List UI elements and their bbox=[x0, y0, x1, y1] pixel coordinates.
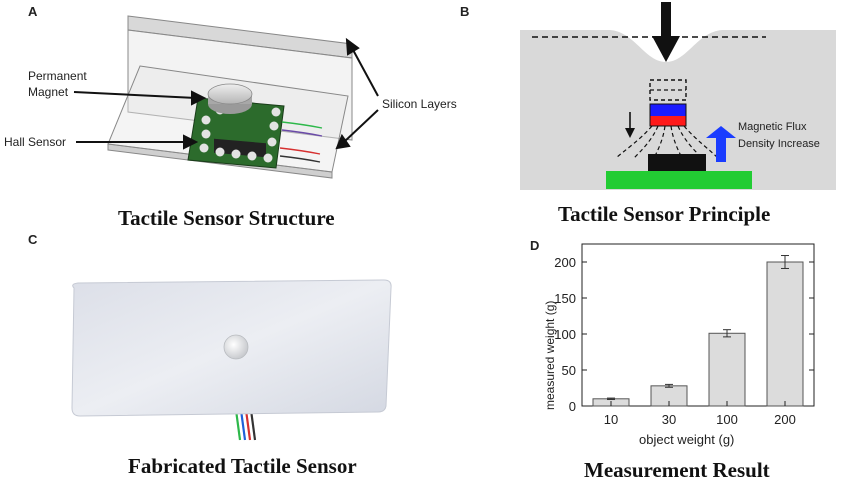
label-hall-sensor: Hall Sensor bbox=[4, 135, 66, 149]
x-axis-label: object weight (g) bbox=[639, 432, 734, 447]
silicon-pointer-arrow-bottom bbox=[343, 109, 379, 143]
panel-d-letter: D bbox=[530, 238, 540, 253]
sensor-wires bbox=[234, 409, 257, 441]
panel-d: D measured weight (g) object weight (g) … bbox=[500, 236, 848, 486]
force-arrow bbox=[652, 2, 680, 62]
tactile-structure-diagram: Permanent Magnet Hall Sensor Silicon Lay… bbox=[4, 15, 457, 179]
y-tick-label: 100 bbox=[554, 327, 576, 342]
permanent-magnet bbox=[207, 83, 253, 114]
tactile-principle-diagram: Magnetic Flux Density Increase bbox=[520, 2, 836, 190]
label-magnetic-flux-1: Magnetic Flux bbox=[738, 121, 807, 133]
label-permanent-magnet-1: Permanent bbox=[28, 69, 87, 83]
panel-b: B bbox=[420, 0, 848, 240]
x-tick-label-200: 200 bbox=[774, 412, 796, 427]
panel-a: A bbox=[0, 0, 457, 240]
x-tick-label-30: 30 bbox=[662, 412, 676, 427]
magnet-pointer-arrow bbox=[73, 91, 197, 99]
bar-200 bbox=[766, 261, 804, 407]
panel-c: C Fabricated Tactile Sensor bbox=[0, 232, 460, 486]
panel-c-letter: C bbox=[28, 232, 38, 247]
y-tick-label: 150 bbox=[554, 291, 576, 306]
circuit-board bbox=[606, 171, 752, 189]
x-tick-label-10: 10 bbox=[604, 412, 618, 427]
flux-increase-arrow bbox=[706, 126, 736, 162]
y-tick-label: 0 bbox=[569, 399, 576, 414]
x-tick-label-100: 100 bbox=[716, 412, 738, 427]
panel-b-caption: Tactile Sensor Principle bbox=[558, 202, 771, 226]
panel-a-caption: Tactile Sensor Structure bbox=[118, 206, 335, 230]
hall-sensor-board bbox=[187, 97, 323, 169]
label-magnetic-flux-2: Density Increase bbox=[738, 138, 820, 150]
embedded-magnet bbox=[223, 334, 249, 360]
y-tick-label: 50 bbox=[562, 363, 576, 378]
measurement-bar-chart: measured weight (g) object weight (g) 0 5… bbox=[543, 243, 815, 447]
panel-a-letter: A bbox=[28, 4, 38, 19]
bar-100 bbox=[708, 332, 746, 407]
label-silicon-layers: Silicon Layers bbox=[382, 97, 457, 111]
panel-b-letter: B bbox=[460, 4, 470, 19]
label-permanent-magnet-2: Magnet bbox=[28, 85, 69, 99]
silicon-pointer-arrow-top bbox=[351, 47, 379, 97]
panel-c-caption: Fabricated Tactile Sensor bbox=[128, 454, 357, 478]
fabricated-sensor-photo bbox=[71, 279, 392, 441]
plot-frame bbox=[581, 243, 815, 407]
hall-sensor-chip bbox=[648, 154, 706, 171]
y-axis-label: measured weight (g) bbox=[543, 301, 557, 410]
magnet-displaced bbox=[649, 103, 687, 127]
y-tick-label: 200 bbox=[554, 255, 576, 270]
panel-d-caption: Measurement Result bbox=[584, 458, 770, 482]
